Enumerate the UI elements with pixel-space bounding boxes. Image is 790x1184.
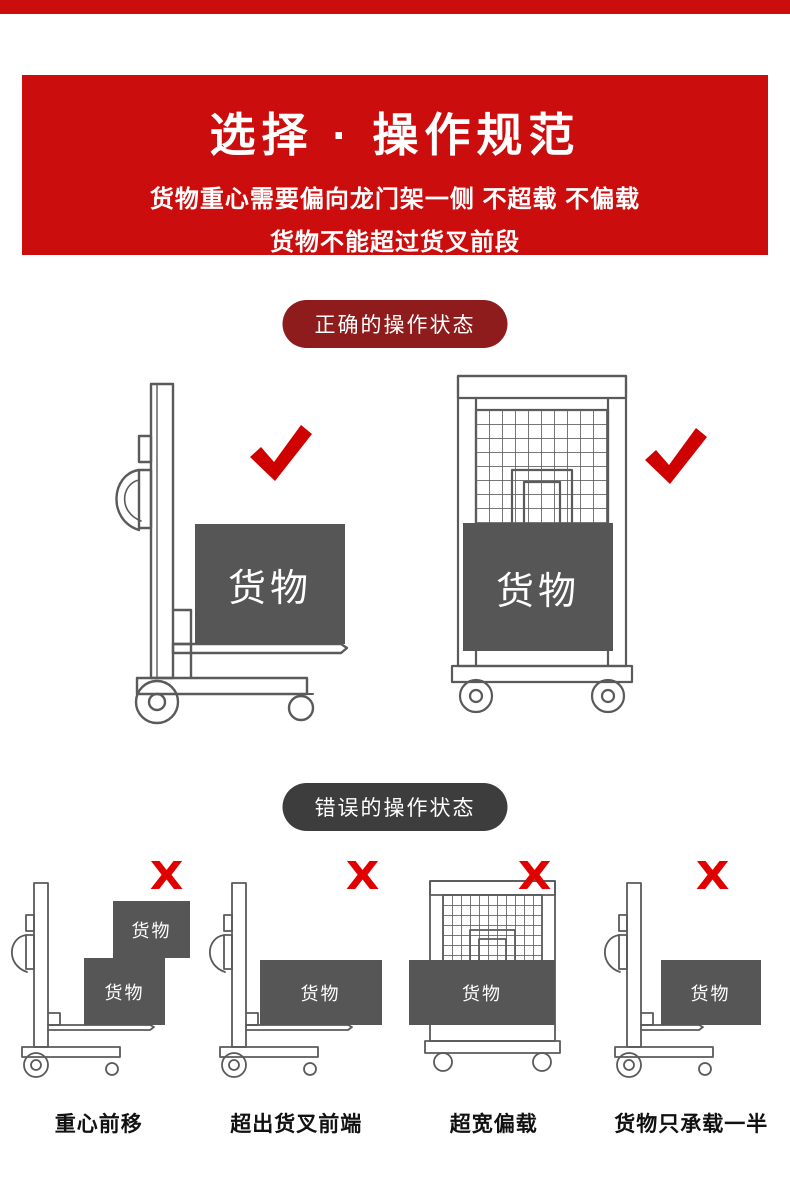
wrong-example-beyond-forks: X 货物 xyxy=(198,854,396,1078)
wrong-section-badge: 错误的操作状态 xyxy=(282,783,508,831)
correct-section-badge: 正确的操作状态 xyxy=(282,300,508,348)
stacker-side-view-illustration: 货物 xyxy=(95,378,355,728)
header-subtitle-2: 货物不能超过货叉前段 xyxy=(270,229,520,256)
page-title: 选择 · 操作规范 xyxy=(209,109,581,161)
header-subtitle-1: 货物重心需要偏向龙门架一侧 不超载 不偏载 xyxy=(149,186,641,213)
stacker-side-lineart-icon xyxy=(11,882,155,1078)
wrong-captions-row: 重心前移 超出货叉前端 超宽偏载 货物只承载一半 xyxy=(0,1108,790,1138)
caption-beyond-forks: 超出货叉前端 xyxy=(230,1113,363,1136)
caption-half-supported: 货物只承载一半 xyxy=(614,1113,769,1136)
stacker-side-lineart-icon xyxy=(208,882,353,1078)
cargo-box: 货物 xyxy=(113,901,190,958)
x-mark-icon: X xyxy=(695,854,730,898)
wrong-example-forward-shift: X 货物 货物 xyxy=(0,854,198,1078)
cargo-box: 货物 xyxy=(463,523,613,651)
cargo-box: 货物 xyxy=(84,958,165,1025)
top-red-strip xyxy=(0,0,790,14)
check-icon xyxy=(645,428,707,484)
stacker-side-lineart-icon xyxy=(115,382,349,725)
cargo-box: 货物 xyxy=(259,960,382,1025)
x-mark-icon: X xyxy=(517,854,552,898)
x-mark-icon: X xyxy=(345,854,380,898)
stacker-front-view-illustration: 货物 xyxy=(450,370,635,720)
header-banner: 选择 · 操作规范 货物重心需要偏向龙门架一侧 不超载 不偏载 货物不能超过货叉… xyxy=(22,75,768,256)
wrong-example-half-supported: X 货物 xyxy=(593,854,790,1078)
wrong-examples-row: X 货物 货物 X xyxy=(0,854,790,1078)
caption-forward-shift: 重心前移 xyxy=(54,1113,143,1136)
cargo-box: 货物 xyxy=(409,960,555,1025)
caption-overwide-load: 超宽偏载 xyxy=(449,1113,538,1136)
check-icon xyxy=(250,425,312,481)
x-mark-icon: X xyxy=(149,854,184,898)
stacker-side-lineart-icon xyxy=(603,882,714,1078)
wrong-example-overwide-load: X 货物 xyxy=(395,854,593,1078)
cargo-box: 货物 xyxy=(660,960,761,1025)
cargo-box: 货物 xyxy=(195,524,345,644)
